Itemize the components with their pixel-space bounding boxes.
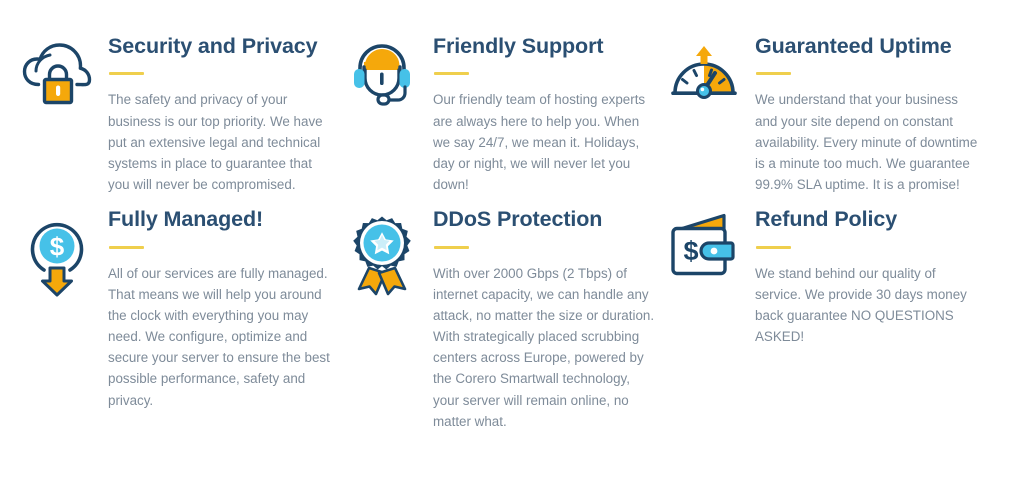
feature-body: DDoS Protection With over 2000 Gbps (2 T… (433, 207, 665, 432)
feature-title: Friendly Support (433, 34, 604, 58)
feature-card-ddos-protection: DDoS Protection With over 2000 Gbps (2 T… (343, 207, 665, 432)
feature-title: Guaranteed Uptime (755, 34, 952, 58)
svg-text:$: $ (683, 236, 698, 266)
feature-card-refund-policy: $ Refund Policy We stand behind our qual… (665, 207, 1002, 347)
feature-card-guaranteed-uptime: Guaranteed Uptime We understand that you… (665, 34, 1002, 195)
feature-body: Fully Managed! All of our services are f… (108, 207, 343, 411)
feature-title: Security and Privacy (108, 34, 318, 58)
title-underline-rule (756, 245, 791, 249)
feature-body: Security and Privacy The safety and priv… (108, 34, 343, 195)
feature-card-fully-managed: $ Fully Managed! All of our services are… (18, 207, 343, 411)
speedometer-gauge-icon (665, 40, 743, 118)
title-underline-rule (109, 245, 144, 249)
feature-description: The safety and privacy of your business … (108, 92, 323, 193)
feature-body: Guaranteed Uptime We understand that you… (755, 34, 1002, 195)
dollar-circle-down-arrow-icon: $ (18, 213, 96, 297)
features-grid: Security and Privacy The safety and priv… (18, 34, 1002, 432)
feature-card-security-and-privacy: Security and Privacy The safety and priv… (18, 34, 343, 195)
feature-body: Friendly Support Our friendly team of ho… (433, 34, 665, 195)
feature-description: We understand that your business and you… (755, 92, 978, 193)
title-underline-rule (434, 245, 469, 249)
feature-title: Refund Policy (755, 207, 898, 232)
feature-description: With over 2000 Gbps (2 Tbps) of internet… (433, 265, 655, 429)
title-underline-rule (109, 72, 144, 76)
feature-description: We stand behind our quality of service. … (755, 265, 967, 345)
feature-title: DDoS Protection (433, 207, 603, 232)
cloud-lock-icon (18, 40, 96, 118)
title-underline-rule (434, 72, 469, 76)
award-badge-star-icon (343, 213, 421, 296)
feature-description: Our friendly team of hosting experts are… (433, 92, 646, 193)
feature-card-friendly-support: Friendly Support Our friendly team of ho… (343, 34, 665, 195)
wallet-dollar-icon: $ (665, 213, 743, 291)
svg-text:$: $ (50, 232, 65, 262)
title-underline-rule (756, 72, 791, 76)
support-agent-headset-icon (343, 40, 421, 118)
feature-description: All of our services are fully managed. T… (108, 265, 330, 408)
feature-title: Fully Managed! (108, 207, 264, 232)
feature-body: Refund Policy We stand behind our qualit… (755, 207, 1002, 347)
